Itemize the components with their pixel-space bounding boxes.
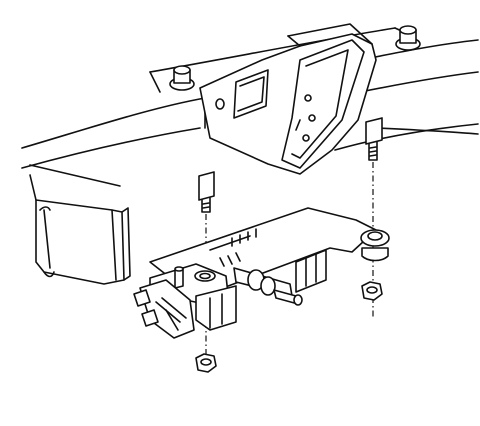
mounting-bracket: [199, 23, 377, 175]
frame-bolt-left: [169, 65, 195, 91]
right-bushing: [360, 229, 390, 262]
left-mount-block: [133, 263, 237, 339]
frame-bolt-right: [395, 25, 421, 51]
left-housing: [29, 164, 131, 285]
upper-bolt-right: [365, 117, 383, 161]
upper-bolt-left: [198, 171, 215, 213]
lower-nut-left: [195, 353, 217, 373]
adjuster-rod: [233, 267, 303, 306]
lower-nut-right: [361, 281, 383, 301]
